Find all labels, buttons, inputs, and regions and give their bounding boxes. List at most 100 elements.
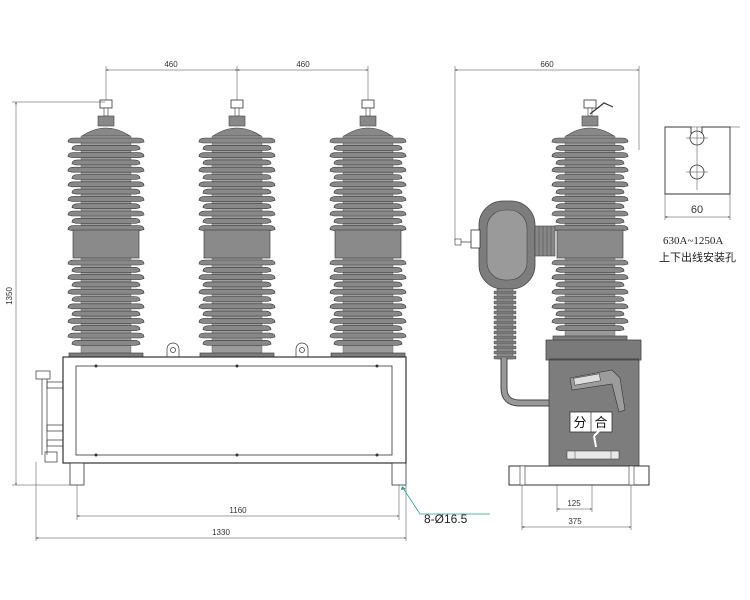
terminal-stem <box>365 107 371 117</box>
insulator-shed <box>333 310 403 317</box>
insulator-shed <box>202 281 272 288</box>
insulator-shed <box>333 188 403 195</box>
insulator-shed <box>198 210 276 217</box>
dim-phase-spacing-left: 460 <box>164 60 178 69</box>
insulator-shed <box>202 310 272 317</box>
front-foot-left <box>69 462 85 486</box>
conduit-ring <box>493 325 517 330</box>
insulator-band <box>203 229 271 259</box>
mounting-hole-callout: 8-Ø16.5 <box>401 486 490 526</box>
terminal-clamp <box>359 115 377 127</box>
insulator-shed <box>333 325 403 331</box>
insulator-shed <box>551 288 629 295</box>
insulator-band <box>556 229 624 259</box>
insulator-1 <box>67 99 145 362</box>
insulator-shed <box>551 259 629 266</box>
insulator-shed <box>67 318 145 324</box>
insulator-shed <box>551 196 629 202</box>
terminal-stem <box>103 107 109 117</box>
insulator-shed <box>329 259 407 266</box>
panel-bolt-tc <box>235 364 239 368</box>
front-enclosure-panel <box>75 365 393 456</box>
insulator-shed <box>329 318 407 324</box>
insulator-shed <box>198 303 276 310</box>
insulator-shed <box>71 296 141 302</box>
current-transformer <box>454 200 556 290</box>
terminal-cap <box>99 99 113 109</box>
insulator-shed <box>71 340 141 346</box>
insulator-shed <box>333 296 403 302</box>
insulator-shed <box>551 318 629 324</box>
insulator-shed <box>202 159 272 166</box>
insulator-shed <box>551 181 629 188</box>
conduit-ring <box>493 295 517 300</box>
counter-plate <box>566 450 620 460</box>
conduit-ring <box>493 290 517 295</box>
insulator-shed <box>198 318 276 324</box>
conduit-ring <box>493 345 517 350</box>
insulator-shed <box>555 325 625 331</box>
panel-bolt-bc <box>235 453 239 457</box>
insulator-shed <box>551 210 629 217</box>
dim-total-height: 1350 <box>5 287 14 305</box>
dim-foot-inner: 125 <box>567 499 581 508</box>
open-close-indicator: 分 合 <box>569 411 613 448</box>
insulator-shed <box>329 274 407 280</box>
insulator-band <box>72 229 140 259</box>
insulator-shed <box>551 274 629 280</box>
insulator-shed <box>71 310 141 317</box>
insulator-shed <box>333 203 403 209</box>
indicator-close-label: 合 <box>594 416 607 431</box>
insulator-shed <box>71 218 141 224</box>
insulator-dome <box>81 127 131 137</box>
indicator-open-label: 分 <box>573 416 586 431</box>
side-base <box>508 465 650 486</box>
insulator-shed <box>202 174 272 180</box>
insulator-shed <box>198 225 276 231</box>
insulator-shed <box>555 267 625 273</box>
insulator-dome <box>565 127 615 137</box>
insulator-shed <box>71 281 141 288</box>
conduit-ring <box>493 335 517 340</box>
insulator-shed <box>329 210 407 217</box>
insulator-shed <box>329 166 407 173</box>
lifting-lug-right <box>295 342 309 357</box>
dim-terminal-width: 60 <box>691 204 703 216</box>
insulator-shed <box>202 218 272 224</box>
insulator-shed <box>67 259 145 266</box>
insulator-dome <box>343 127 393 137</box>
insulator-shed <box>329 225 407 231</box>
insulator-shed <box>202 296 272 302</box>
terminal-description: 上下出线安装孔 <box>659 250 736 264</box>
conduit-ring <box>493 305 517 310</box>
insulator-shed <box>329 181 407 188</box>
panel-bolt-br <box>375 453 379 457</box>
lifting-lug-left <box>166 342 180 357</box>
side-terminal-arm <box>589 102 614 115</box>
insulator-shed <box>555 174 625 180</box>
insulator-shed <box>555 159 625 166</box>
insulator-shed <box>329 288 407 295</box>
insulator-shed <box>67 332 145 339</box>
side-insulator <box>551 99 629 345</box>
dim-mounting-span: 1160 <box>229 506 247 515</box>
insulator-shed <box>555 281 625 288</box>
insulator-shed <box>555 203 625 209</box>
insulator-shed <box>329 137 407 144</box>
terminal-cap <box>583 99 597 109</box>
conduit-ring <box>493 340 517 345</box>
insulator-shed <box>198 274 276 280</box>
insulator-shed <box>555 310 625 317</box>
terminal-stem <box>587 107 593 117</box>
insulator-shed <box>333 159 403 166</box>
insulator-2 <box>198 99 276 362</box>
insulator-shed <box>67 152 145 158</box>
insulator-shed <box>67 137 145 144</box>
insulator-shed <box>329 152 407 158</box>
terminal-stem <box>234 107 240 117</box>
insulator-shed <box>67 274 145 280</box>
conduit-ring <box>493 315 517 320</box>
terminal-clamp <box>581 115 599 127</box>
insulator-shed <box>555 218 625 224</box>
insulator-shed <box>329 303 407 310</box>
